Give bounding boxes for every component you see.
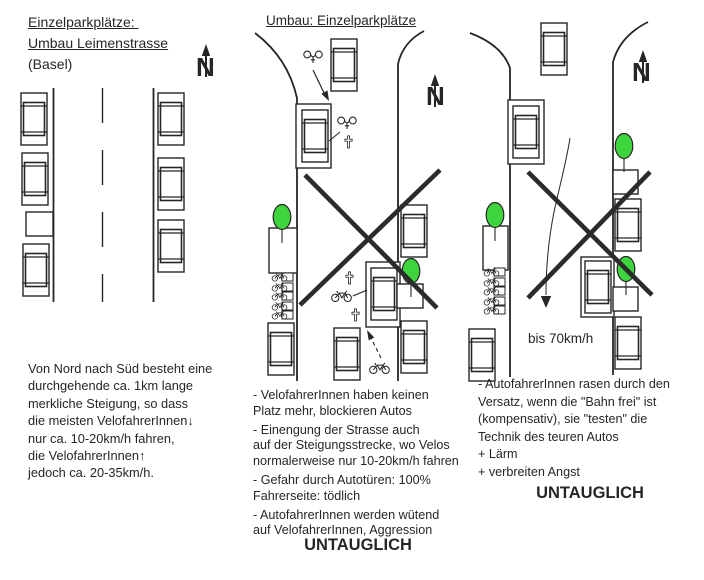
middle-verdict: UNTAUGLICH [304, 536, 412, 554]
left-description: Von Nord nach Süd besteht eine durchgehe… [28, 360, 212, 482]
conflict-arrow [370, 337, 382, 359]
note-line: - AutofahrerInnen werden wütend [253, 507, 440, 522]
parked-car-icon [21, 152, 49, 206]
speeding-car-path [545, 137, 571, 296]
parked-car-icon [301, 109, 329, 163]
parked-car-icon [400, 320, 428, 374]
parked-car-icon [370, 267, 398, 321]
note-line: + verbreiten Angst [478, 464, 580, 479]
note-line: Technik des teuren Autos [478, 429, 619, 444]
description-line: die VelofahrerInnen↑ [28, 448, 146, 464]
note-line: Platz mehr, blockieren Autos [253, 403, 412, 418]
note-line: auf der Steigungsstrecke, wo Velos [253, 438, 450, 453]
note-line: Fahrerseite: tödlich [253, 488, 361, 503]
parked-car-icon [157, 92, 185, 146]
north-label: N [632, 57, 651, 87]
description-line: merkliche Steigung, so dass [28, 395, 189, 411]
rejection-x-stroke [298, 168, 442, 307]
street-edge-left [469, 32, 511, 377]
north-arrow-icon: N [196, 44, 215, 82]
pointer-line [328, 131, 341, 142]
death-cross-icon [344, 135, 353, 149]
note-line: - Einengung der Strasse auch [253, 422, 420, 437]
parked-car-icon [333, 327, 361, 381]
death-cross-icon [345, 271, 354, 285]
middle-notes: - VelofahrerInnen haben keinen Platz meh… [253, 388, 459, 539]
left-title: Einzelparkplätze: Umbau Leimenstrasse (B… [28, 12, 168, 75]
parked-car-icon [468, 328, 496, 382]
parked-car-icon [267, 322, 295, 376]
right-notes: - AutofahrerInnen rasen durch den Versat… [478, 376, 670, 482]
note-line: - Gefahr durch Autotüren: 100% [253, 472, 431, 487]
note-line: - VelofahrerInnen haben keinen [253, 388, 429, 402]
conflict-arrow [312, 69, 326, 96]
street-edge-left [254, 32, 298, 381]
north-label: N [196, 52, 215, 82]
bike-rack [271, 272, 294, 320]
tree-icon [614, 133, 634, 173]
death-cross-icon [351, 308, 360, 322]
north-arrow-icon: N [632, 50, 651, 87]
parked-car-icon [22, 243, 50, 297]
middle-title: Umbau: Einzelparkplätze [266, 13, 417, 28]
north-arrow-icon: N [426, 74, 445, 111]
arrowhead [321, 90, 329, 101]
bicycle-top-icon [337, 116, 357, 130]
parked-car-icon [157, 157, 185, 211]
description-line: Von Nord nach Süd besteht eine [28, 361, 213, 376]
parked-car-icon [400, 204, 428, 258]
bike-rack [483, 267, 506, 315]
rejection-x-stroke [526, 170, 652, 300]
rejection-x-stroke [303, 173, 439, 310]
note-line: Versatz, wenn die "Bahn frei" ist [478, 394, 657, 409]
note-line: (kompensativ), sie "testen" die [478, 412, 648, 427]
driving-car-icon [540, 22, 568, 76]
description-line: durchgehende ca. 1km lange [28, 378, 194, 394]
tree-planter [268, 227, 298, 274]
right-verdict: UNTAUGLICH [536, 484, 644, 502]
north-label: N [426, 81, 445, 111]
parked-car-icon [614, 316, 642, 370]
description-line: die meisten VelofahrerInnen↓ [28, 413, 194, 429]
pointer-line [352, 289, 368, 297]
bicycle-top-icon [303, 50, 323, 64]
title-line: (Basel) [28, 56, 73, 72]
bicycle-icon [331, 290, 352, 303]
description-line: nur ca. 10-20km/h fahren, [28, 430, 175, 446]
street-edge-right [397, 30, 425, 381]
note-line: - AutofahrerInnen rasen durch den [478, 377, 670, 391]
small-parking-box [25, 211, 54, 237]
middle-street-diagram: N [254, 30, 445, 381]
parked-car-icon [584, 260, 612, 314]
parked-car-icon [512, 105, 540, 159]
left-street-diagram: N [20, 44, 215, 302]
arrowhead [367, 330, 375, 341]
note-line: normalerweise nur 10-20km/h fahren [253, 454, 459, 469]
driving-car-icon [330, 38, 358, 92]
parked-car-icon [20, 92, 48, 146]
street-edge-right [612, 21, 649, 375]
title-line: Umbau Leimenstrasse [28, 35, 169, 51]
title-line: Einzelparkplätze: [28, 14, 139, 30]
tree-planter [612, 169, 639, 195]
arrowhead [540, 296, 552, 308]
note-line: + Lärm [478, 447, 518, 462]
note-line: auf VelofahrerInnen, Aggression [253, 523, 433, 538]
bicycle-icon [369, 362, 390, 375]
right-street-diagram: N [468, 21, 654, 382]
description-line: jedoch ca. 20-35km/h. [28, 465, 154, 481]
speed-label: bis 70km/h [528, 331, 594, 346]
parked-car-icon [157, 219, 185, 273]
